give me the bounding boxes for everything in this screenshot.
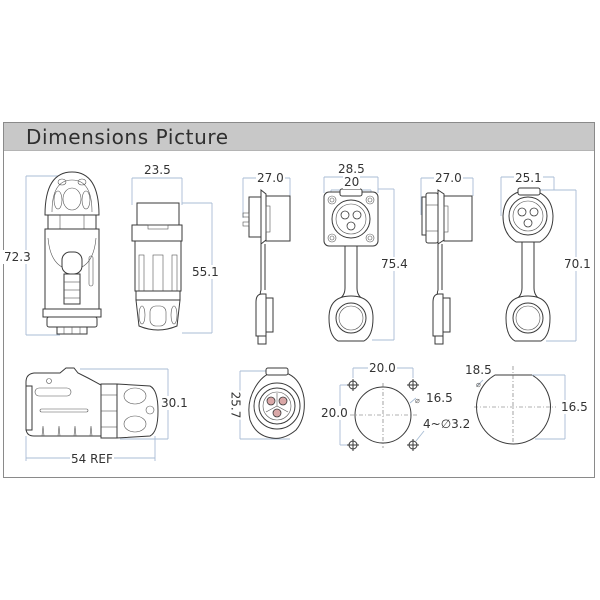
square-socket-height-label: 75.4 <box>380 257 409 271</box>
mount-hole-icon <box>347 379 359 391</box>
square-cutout-width-label: 20.0 <box>368 361 397 375</box>
socket-face-height-label: 25.7 <box>228 390 243 420</box>
square-socket-outer-width-label: 28.5 <box>337 162 366 176</box>
panel-header: Dimensions Picture <box>4 123 594 151</box>
square-cutout-hole-diameter-label: 16.5 <box>426 391 453 405</box>
mount-hole-icon <box>407 439 419 451</box>
square-cutout-height-label: 20.0 <box>320 406 349 420</box>
square-cutout-mount-holes-label: 4~∅3.2 <box>423 417 471 431</box>
square-socket-side-width-label: 27.0 <box>256 171 285 185</box>
round-socket-side-view <box>420 177 474 345</box>
plug-top-height-label: 30.1 <box>160 396 189 410</box>
plug-front-height-label: 72.3 <box>3 250 32 264</box>
round-panel-cutout <box>474 366 566 445</box>
square-socket-inner-width-label: 20 <box>343 175 361 189</box>
round-socket-front-view <box>500 176 577 342</box>
plug-side-view <box>131 177 213 334</box>
square-socket-front-view <box>323 176 395 342</box>
round-socket-height-label: 70.1 <box>563 257 592 271</box>
plug-top-view <box>25 367 169 461</box>
round-cutout-diameter-label: 18.5 <box>465 363 492 377</box>
round-socket-side-width-label: 27.0 <box>434 171 463 185</box>
mount-hole-icon <box>407 379 419 391</box>
diameter-symbol-icon: ⌀ <box>415 396 420 405</box>
round-socket-width-label: 25.1 <box>514 171 543 185</box>
plug-side-width-label: 23.5 <box>143 163 172 177</box>
round-cutout-flat-label: 16.5 <box>560 400 589 414</box>
plug-top-length-label: 54 REF <box>70 452 114 466</box>
panel-title: Dimensions Picture <box>26 125 229 149</box>
mount-hole-icon <box>347 439 359 451</box>
plug-side-height-label: 55.1 <box>191 265 220 279</box>
diameter-symbol-icon: ⌀ <box>476 380 481 389</box>
square-panel-cutout <box>339 367 425 451</box>
socket-face-view <box>239 367 305 440</box>
square-socket-side-view <box>242 177 291 345</box>
plug-front-view <box>25 171 102 336</box>
